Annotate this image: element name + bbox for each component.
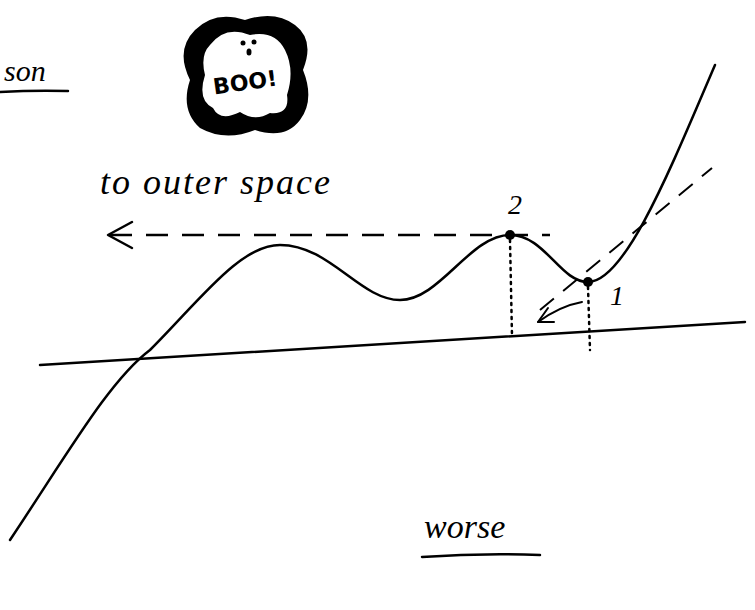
- dashed-line: [110, 234, 550, 237]
- ghost-eye: [252, 40, 257, 45]
- move-arrow: [538, 302, 582, 322]
- ghost-body: [202, 32, 290, 118]
- handwritten-label: worse: [424, 508, 505, 545]
- ghost-border: [184, 16, 309, 136]
- ghost-shape: BOO!: [175, 10, 315, 140]
- ghost-eye: [241, 41, 246, 46]
- point-dot: [505, 230, 515, 240]
- axis-line: [40, 322, 745, 365]
- tangent-line: [540, 168, 712, 310]
- point-dot: [583, 277, 593, 287]
- ghost-mouth: [247, 49, 252, 56]
- dotted-line: [510, 240, 512, 336]
- underline: [422, 554, 540, 557]
- handwritten-label: son: [4, 54, 46, 87]
- point-number: 2: [508, 190, 522, 221]
- dotted-line: [588, 287, 590, 350]
- handwritten-label: to outer space: [100, 163, 332, 203]
- arrow-head: [538, 308, 554, 322]
- function-curve: [10, 65, 715, 540]
- arrow-head: [108, 222, 132, 248]
- underline: [0, 91, 68, 92]
- point-number: 1: [610, 281, 624, 312]
